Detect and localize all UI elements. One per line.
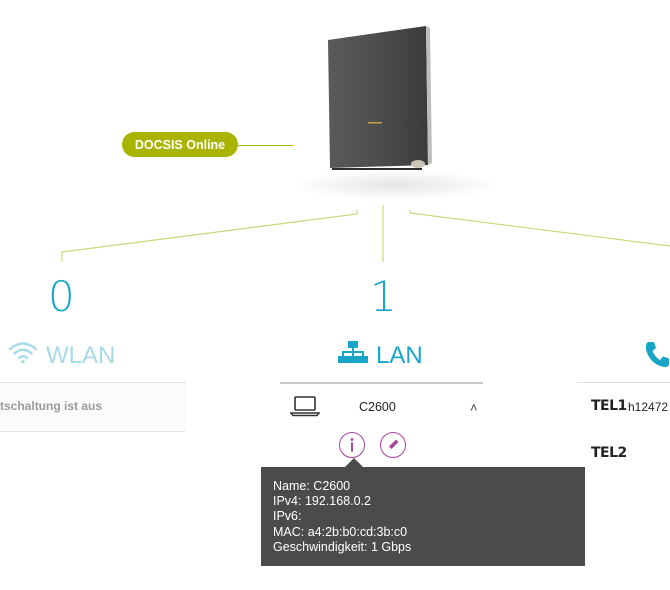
- edit-device-button[interactable]: [380, 432, 406, 458]
- lan-device-name: C2600: [359, 400, 396, 414]
- info-icon: [350, 438, 354, 452]
- chevron-up-icon[interactable]: ˄: [470, 400, 478, 415]
- wlan-status-text: eitschaltung ist aus: [0, 399, 103, 413]
- device-info-button[interactable]: [339, 432, 365, 458]
- tooltip-mac: MAC: a4:2b:b0:cd:3b:c0: [273, 524, 408, 539]
- network-icon: [338, 340, 368, 371]
- tel2-label: TEL2: [591, 445, 627, 461]
- tel1-label: TEL1: [591, 398, 627, 414]
- tooltip-ipv4: IPv4: 192.168.0.2: [273, 494, 371, 509]
- docsis-status-badge: DOCSIS Online: [122, 132, 238, 157]
- pencil-icon: [388, 439, 399, 450]
- tooltip-name: Name: C2600: [273, 479, 351, 493]
- tooltip-arrow: [344, 458, 364, 468]
- status-connector-line: [238, 145, 293, 146]
- laptop-icon: [289, 395, 321, 422]
- tooltip-speed: Geschwindigkeit: 1 Gbps: [273, 539, 412, 554]
- router-image: [290, 20, 500, 200]
- lan-device-count: 1: [370, 272, 397, 321]
- wlan-device-count: 0: [48, 272, 75, 321]
- wlan-title-label: WLAN: [46, 341, 116, 369]
- tel-divider: [577, 382, 670, 383]
- lan-divider: [280, 382, 483, 384]
- tooltip-ipv6: IPv6:: [273, 509, 302, 524]
- tel1-number: h12472: [628, 400, 669, 414]
- phone-icon[interactable]: [644, 340, 670, 373]
- lan-device-row[interactable]: C2600 ˄: [280, 393, 483, 423]
- lan-section-title[interactable]: LAN: [338, 340, 423, 371]
- wifi-icon: [8, 340, 38, 371]
- wlan-status-card: eitschaltung ist aus: [0, 382, 186, 432]
- device-info-tooltip: Name: C2600 IPv4: 192.168.0.2 IPv6: MAC:…: [261, 467, 585, 566]
- wlan-section-title[interactable]: WLAN: [8, 340, 115, 371]
- lan-title-label: LAN: [376, 341, 423, 369]
